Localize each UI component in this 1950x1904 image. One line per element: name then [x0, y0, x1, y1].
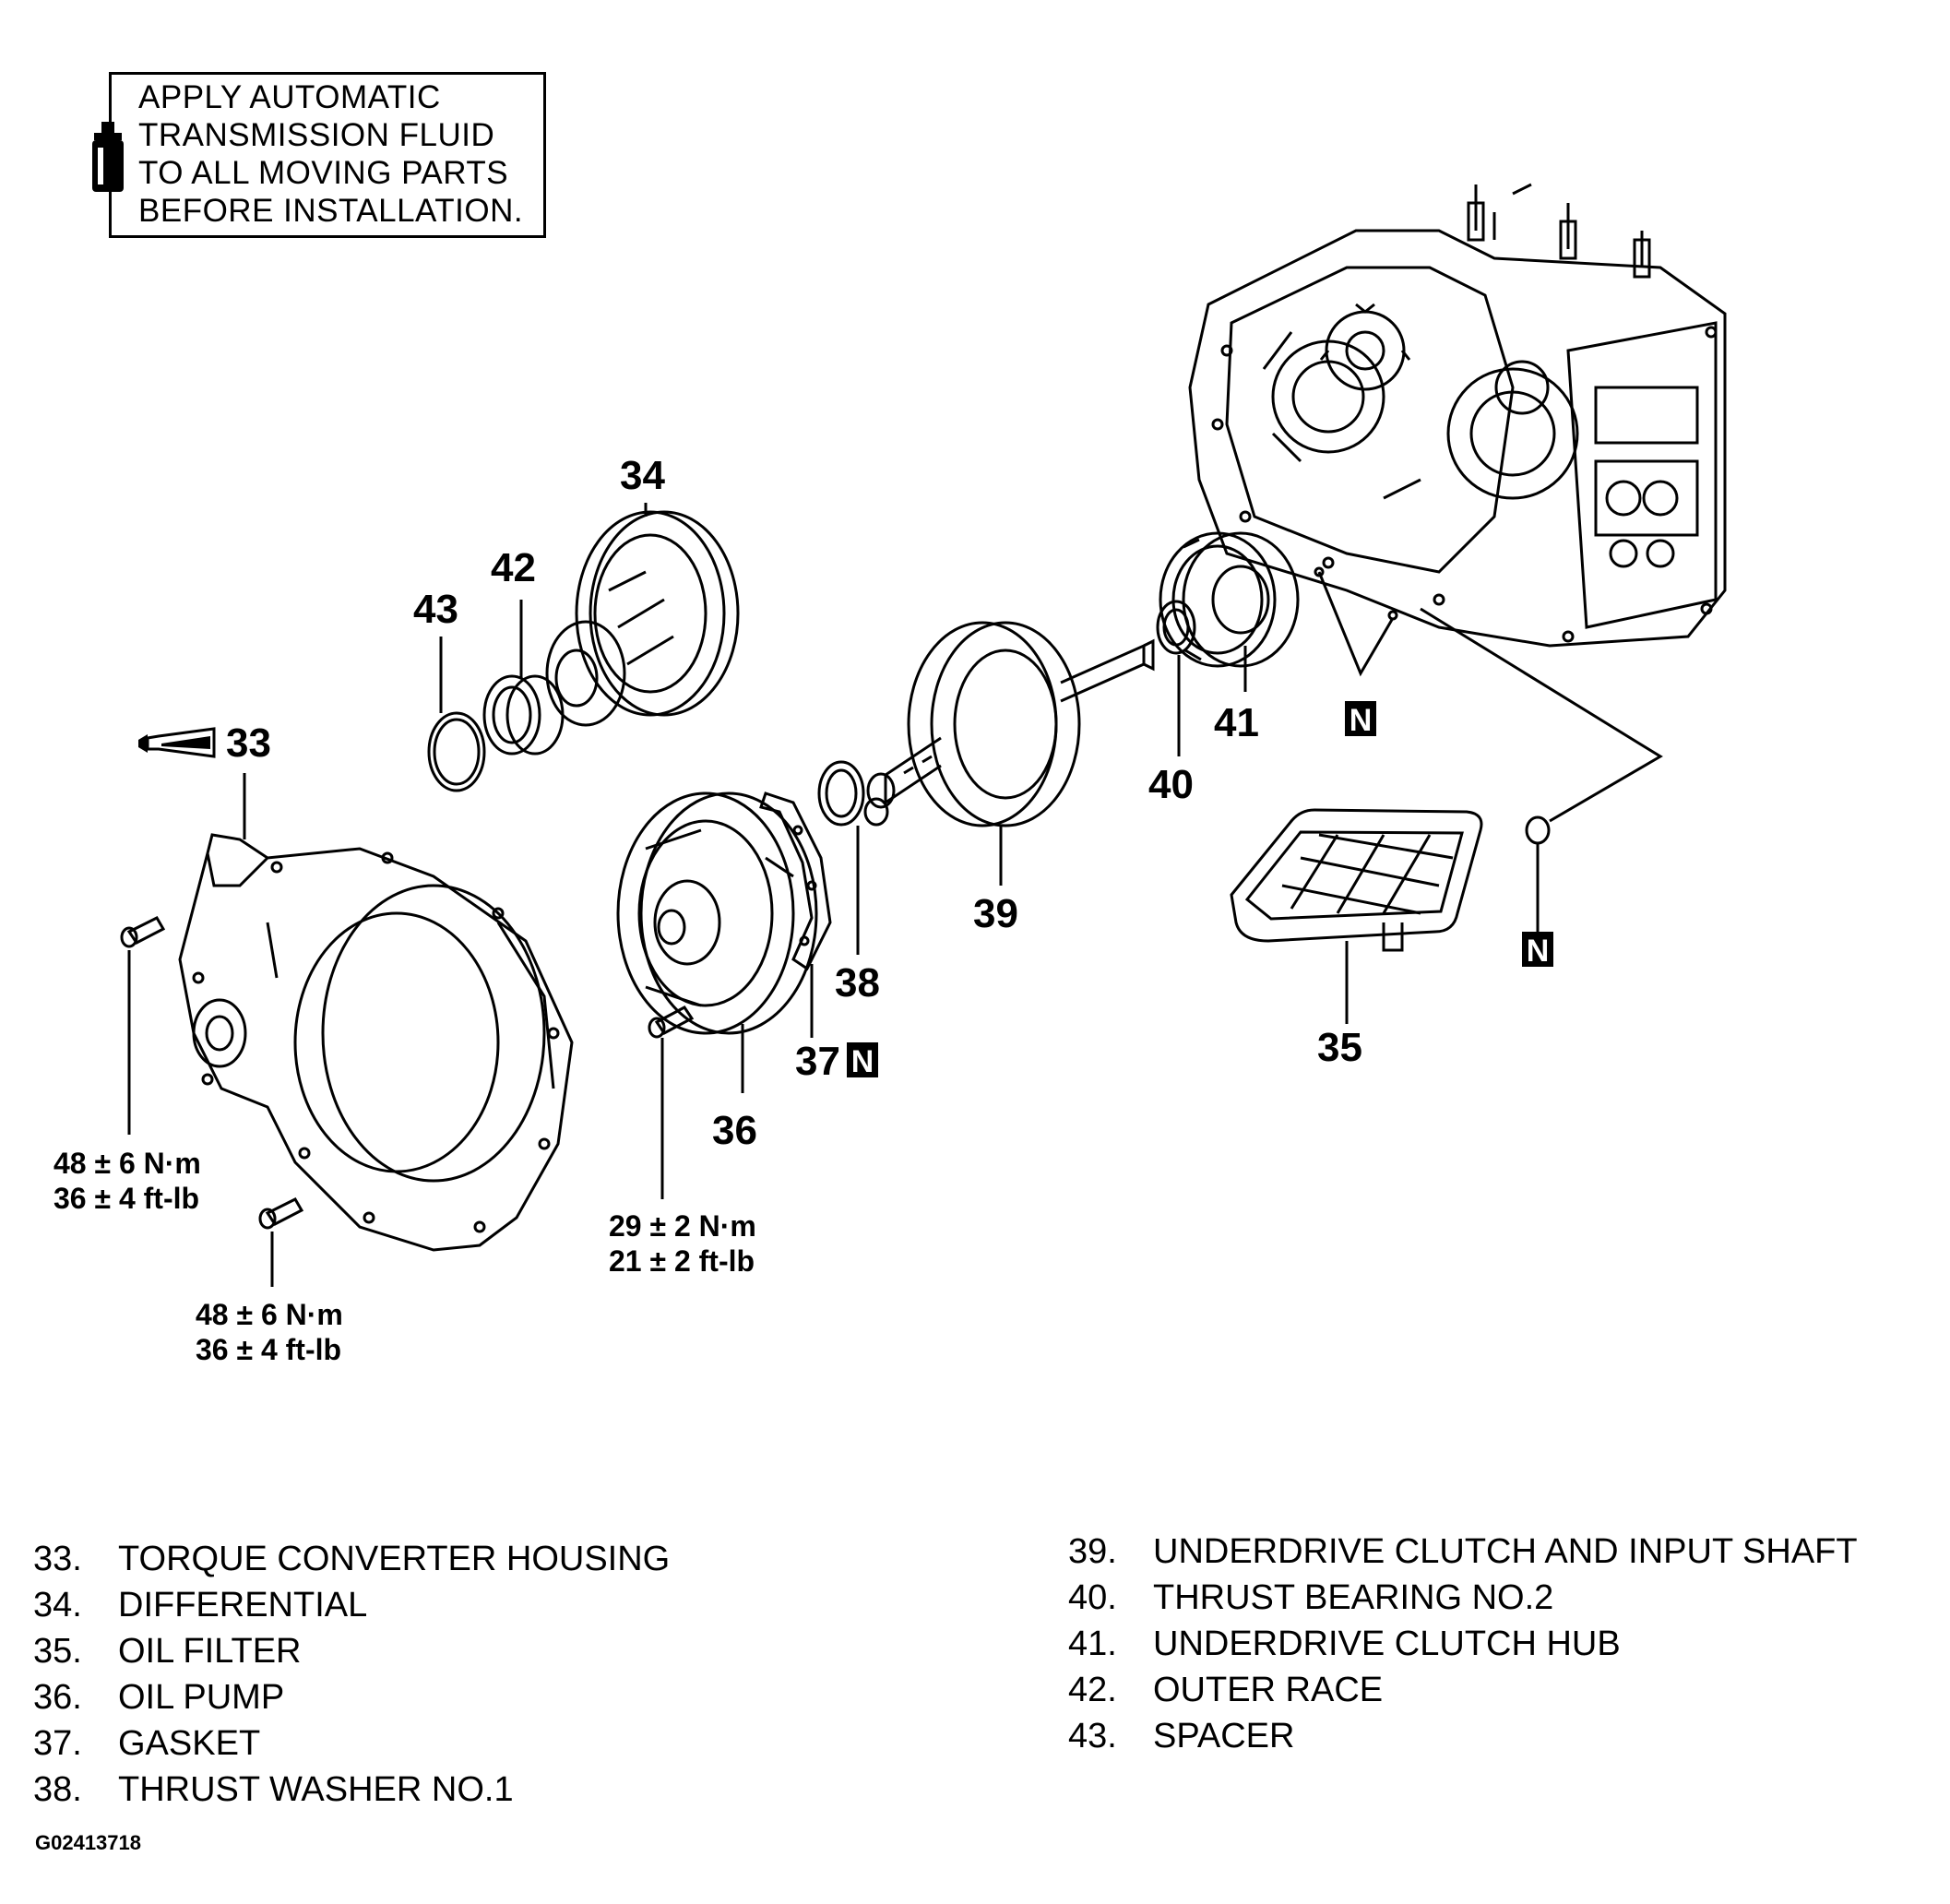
callout-33: 33	[226, 720, 271, 766]
callout-43: 43	[413, 587, 458, 632]
figure-code: G02413718	[35, 1831, 141, 1854]
legend-label: SPACER	[1153, 1717, 1295, 1755]
thrust-bearing-no2	[1156, 600, 1196, 655]
replace-marker-oring: N	[1522, 932, 1553, 969]
legend-num: 34.	[33, 1586, 82, 1624]
legend-label: DIFFERENTIAL	[118, 1586, 368, 1624]
legend-label: GASKET	[118, 1724, 261, 1763]
legend-num: 39.	[1068, 1532, 1117, 1571]
callout-38: 38	[835, 960, 880, 1006]
legend-label: OIL PUMP	[118, 1678, 285, 1717]
legend-item-38: 38. THRUST WASHER NO.1	[33, 1769, 514, 1810]
callout-35: 35	[1317, 1025, 1362, 1070]
callout-41: 41	[1214, 700, 1259, 745]
torque-lower-nm: 48 ± 6 N·m	[196, 1298, 343, 1331]
fluid-bottle-icon	[92, 122, 124, 192]
sealant-tube-icon	[138, 727, 216, 758]
legend-label: THRUST WASHER NO.1	[118, 1770, 514, 1809]
note-line-2: TRANSMISSION FLUID	[138, 117, 495, 153]
torque-lower-ftlb: 36 ± 4 ft-lb	[196, 1333, 341, 1366]
legend-label: THRUST BEARING NO.2	[1153, 1578, 1554, 1617]
thrust-washer-no1	[817, 760, 865, 827]
callout-40: 40	[1148, 762, 1194, 807]
legend-num: 33.	[33, 1540, 82, 1578]
housing-bolt-lower	[258, 1197, 304, 1230]
legend-label: OUTER RACE	[1153, 1671, 1384, 1709]
replace-marker-case: N	[1345, 701, 1376, 738]
oil-filter	[1230, 808, 1483, 952]
legend-label: UNDERDRIVE CLUTCH HUB	[1153, 1624, 1621, 1663]
replace-marker-oring-text: N	[1527, 934, 1550, 969]
legend-num: 41.	[1068, 1624, 1117, 1663]
legend-num: 36.	[33, 1678, 82, 1717]
legend-num: 35.	[33, 1632, 82, 1671]
underdrive-clutch-input-shaft	[866, 621, 1155, 827]
oil-pump	[616, 791, 818, 1035]
torque-pump-ftlb: 21 ± 2 ft-lb	[609, 1244, 755, 1278]
legend-num: 38.	[33, 1770, 82, 1809]
legend-item-43: 43. SPACER	[1068, 1716, 1294, 1756]
torque-left-ftlb: 36 ± 4 ft-lb	[54, 1182, 199, 1215]
legend-item-41: 41. UNDERDRIVE CLUTCH HUB	[1068, 1624, 1621, 1664]
callout-42: 42	[491, 545, 536, 590]
legend-item-42: 42. OUTER RACE	[1068, 1670, 1383, 1710]
torque-left-nm: 48 ± 6 N·m	[54, 1147, 201, 1180]
differential	[545, 510, 740, 727]
legend-label: UNDERDRIVE CLUTCH AND INPUT SHAFT	[1153, 1532, 1858, 1571]
note-line-3: TO ALL MOVING PARTS	[138, 155, 509, 191]
legend-num: 40.	[1068, 1578, 1117, 1617]
legend-item-40: 40. THRUST BEARING NO.2	[1068, 1577, 1553, 1618]
torque-converter-housing	[178, 833, 574, 1252]
replace-marker-37-text: N	[851, 1044, 874, 1079]
legend-item-36: 36. OIL PUMP	[33, 1677, 284, 1718]
legend-num: 37.	[33, 1724, 82, 1763]
callout-34: 34	[620, 453, 665, 498]
callout-39: 39	[973, 891, 1018, 936]
gasket	[759, 791, 832, 971]
callout-37: 37	[795, 1039, 840, 1084]
outer-race	[482, 674, 565, 756]
replace-marker-case-text: N	[1350, 703, 1373, 738]
legend-item-39: 39. UNDERDRIVE CLUTCH AND INPUT SHAFT	[1068, 1531, 1858, 1572]
legend-item-37: 37. GASKET	[33, 1723, 260, 1764]
note-line-1: APPLY AUTOMATIC	[138, 79, 441, 115]
underdrive-clutch-hub	[1159, 531, 1300, 668]
legend-label: OIL FILTER	[118, 1632, 302, 1671]
transmission-case	[1188, 183, 1727, 648]
legend-num: 43.	[1068, 1717, 1117, 1755]
leader-o-rings	[1317, 571, 1395, 677]
spacer	[427, 711, 486, 792]
legend-item-34: 34. DIFFERENTIAL	[33, 1585, 367, 1625]
pump-bolt	[648, 1006, 695, 1039]
callout-36: 36	[712, 1108, 757, 1153]
legend-item-35: 35. OIL FILTER	[33, 1631, 301, 1672]
legend-item-33: 33. TORQUE CONVERTER HOUSING	[33, 1539, 670, 1579]
note-line-4: BEFORE INSTALLATION.	[138, 193, 524, 229]
legend-num: 42.	[1068, 1671, 1117, 1709]
housing-bolt-left	[120, 916, 166, 948]
legend-label: TORQUE CONVERTER HOUSING	[118, 1540, 671, 1578]
torque-pump-nm: 29 ± 2 N·m	[609, 1209, 756, 1243]
leader-o-ring-35	[1420, 607, 1663, 823]
replace-marker-37: N	[847, 1042, 878, 1079]
